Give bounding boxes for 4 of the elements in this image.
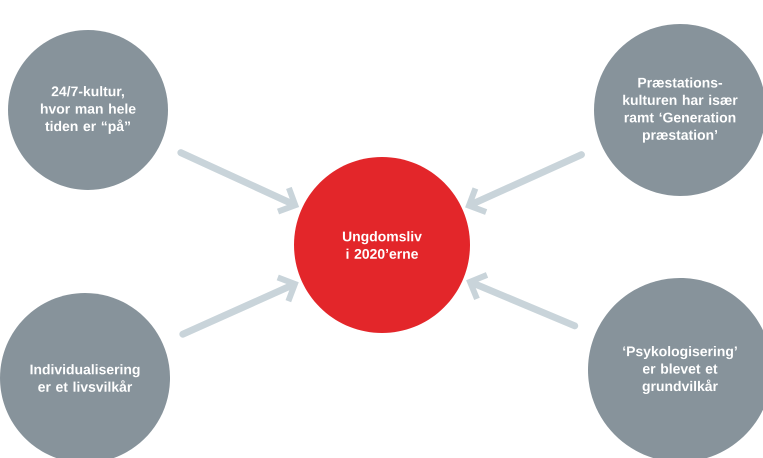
arrow [466, 272, 578, 330]
arrow [177, 149, 300, 214]
arrow [179, 274, 299, 338]
arrow [465, 151, 585, 215]
